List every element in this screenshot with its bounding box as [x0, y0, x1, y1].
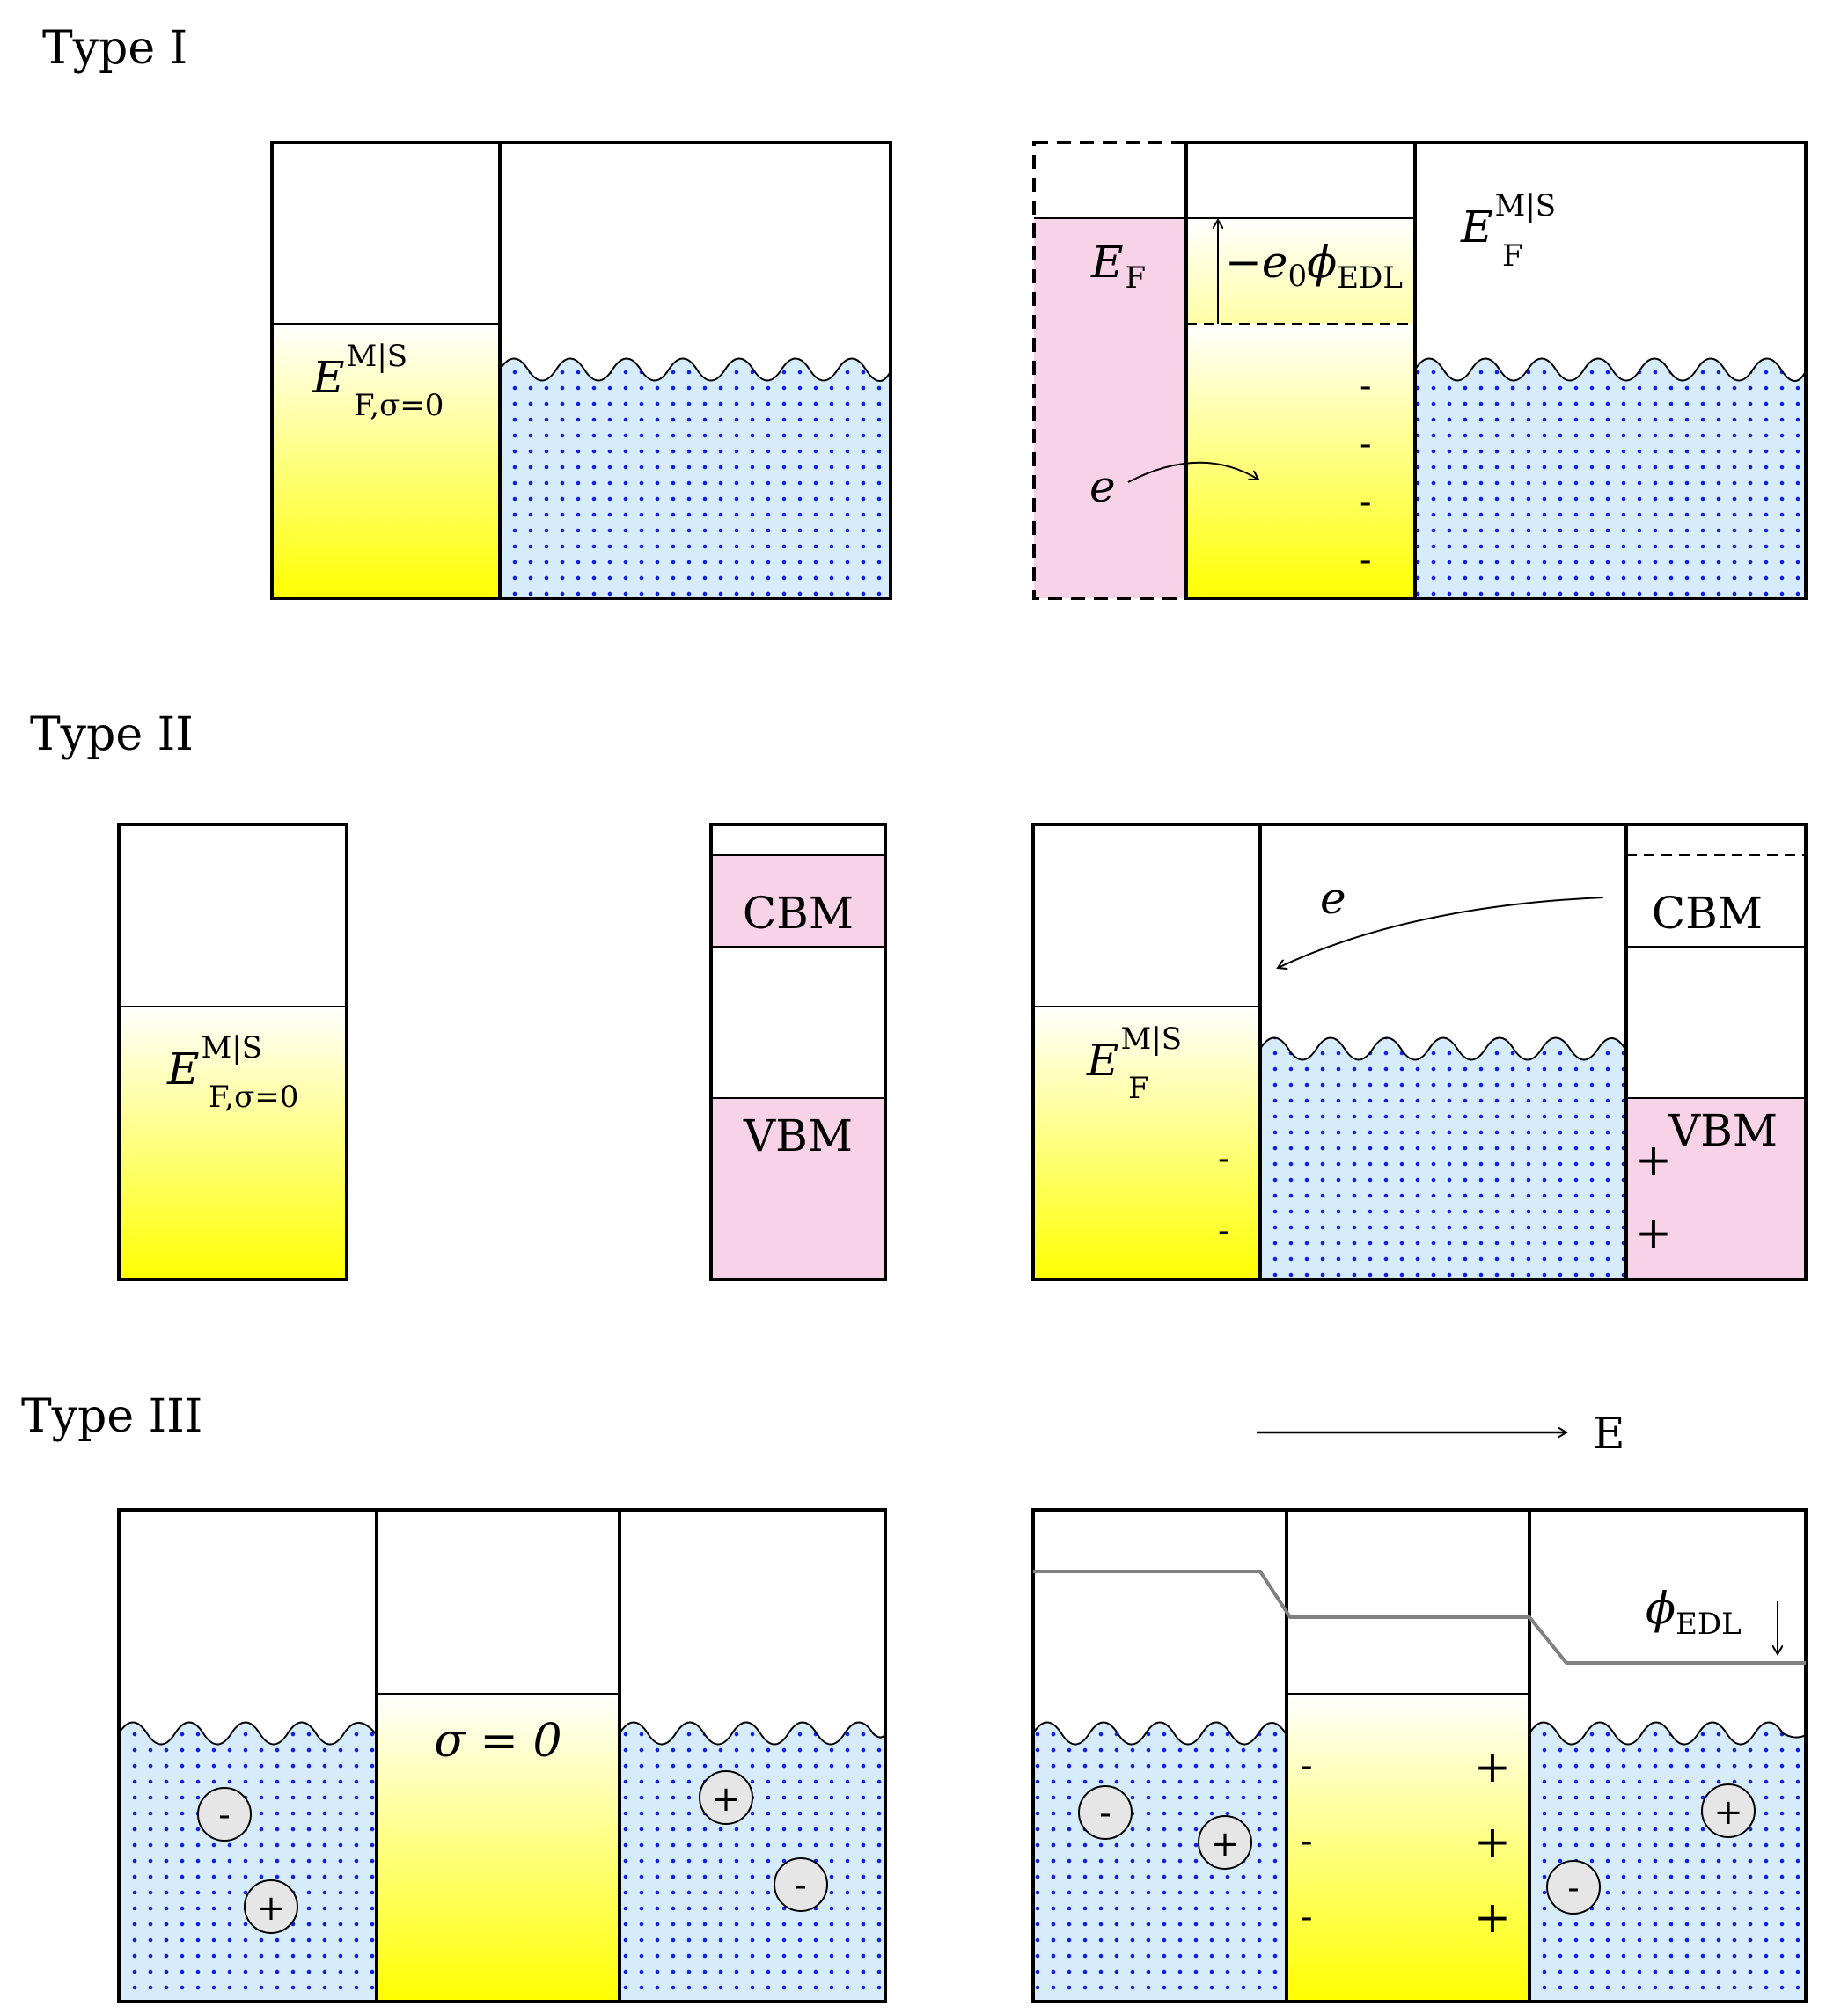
surface-charge-minus: -	[1301, 1897, 1313, 1937]
cation: +	[244, 1879, 298, 1934]
electron-label: e	[1320, 873, 1346, 924]
metal-fill	[1186, 324, 1415, 598]
valence-band-fill	[711, 1098, 885, 1279]
surface-charge-minus: -	[1360, 366, 1372, 406]
electrolyte-region-left	[1032, 1721, 1287, 2003]
surface-charge-minus: -	[1301, 1821, 1313, 1862]
circle-ion-icon	[197, 1787, 252, 1842]
electrode-band-fill	[1034, 218, 1186, 598]
electrostatic-potential-profile	[1033, 1570, 1806, 1665]
svg-text:-: -	[795, 1865, 807, 1906]
hole-charge-plus: +	[1635, 1134, 1672, 1185]
heading-type-2: Type II	[30, 708, 194, 761]
svg-text:+: +	[1713, 1792, 1743, 1833]
anion: -	[197, 1787, 252, 1842]
electrolyte-region	[1259, 1036, 1627, 1280]
heading-type-1: Type I	[42, 22, 187, 75]
surface-charge-plus: +	[1474, 1741, 1511, 1792]
type3-left-panel: σ = 0 - + + -	[117, 1508, 887, 2003]
circle-ion-icon	[1701, 1783, 1756, 1838]
metal-fill	[1287, 1694, 1529, 2002]
hole-charge-plus: +	[1635, 1207, 1672, 1258]
metal-fill	[119, 1007, 347, 1279]
svg-text:+: +	[256, 1888, 286, 1929]
electron-label: e	[1089, 461, 1116, 512]
electric-field-indicator: E	[1257, 1408, 1625, 1459]
panel-frame	[1031, 1508, 1808, 2003]
type3-right-panel: ϕEDL - - - + + + - + + -	[1031, 1508, 1808, 2003]
metal-fill	[1033, 1007, 1260, 1279]
edl-potential-label: ϕEDL	[1646, 1583, 1742, 1642]
electron-transfer-arrow-icon	[1127, 461, 1258, 483]
surface-charge-minus: -	[1360, 482, 1372, 523]
cation: +	[1198, 1815, 1252, 1870]
circle-ion-icon	[774, 1857, 828, 1912]
electrolyte-region-left	[118, 1721, 378, 2003]
electron-transfer-arrow-icon	[1278, 897, 1604, 968]
electrode-fermi-label: EF	[1090, 237, 1146, 296]
circle-ion-icon	[1078, 1785, 1133, 1840]
metal-fill	[377, 1694, 620, 2002]
circle-ion-icon	[1546, 1860, 1601, 1915]
surface-charge-minus: -	[1360, 424, 1372, 465]
surface-charge-minus: -	[1360, 540, 1372, 581]
electrolyte-region	[1414, 357, 1807, 599]
svg-text:-: -	[1567, 1868, 1580, 1908]
surface-charge-minus: -	[1218, 1211, 1230, 1251]
circle-ion-icon	[244, 1879, 298, 1934]
conduction-band-fill	[711, 855, 885, 947]
circle-ion-icon	[1198, 1815, 1252, 1870]
surface-charge-plus: +	[1474, 1816, 1511, 1867]
surface-charge-minus: -	[1301, 1746, 1313, 1786]
panel-frame	[1031, 823, 1808, 1281]
field-label: E	[1593, 1408, 1625, 1459]
metal-fill	[272, 324, 500, 598]
panel-frame	[117, 823, 348, 1281]
cbm-label: CBM	[1652, 888, 1763, 939]
metal-shift-fill	[1186, 218, 1415, 324]
vbm-label: VBM	[743, 1110, 853, 1161]
panel-frame	[117, 1508, 887, 2003]
potential-shift-label: −e0ϕEDL	[1225, 237, 1403, 296]
panel-frame	[1184, 141, 1808, 600]
vbm-label: VBM	[1668, 1105, 1778, 1156]
electrolyte-region	[499, 357, 891, 599]
heading-type-3: Type III	[21, 1390, 202, 1443]
svg-text:-: -	[218, 1795, 231, 1835]
electrolyte-region-right	[619, 1721, 886, 2003]
cation: +	[1701, 1783, 1756, 1838]
cation: +	[699, 1770, 753, 1825]
anion: -	[774, 1857, 828, 1912]
anion: -	[1078, 1785, 1133, 1840]
panel-frame	[709, 823, 887, 1281]
anion: -	[1546, 1860, 1601, 1915]
svg-text:-: -	[1099, 1793, 1111, 1834]
valence-band-fill	[1626, 1098, 1806, 1279]
svg-text:+: +	[711, 1779, 741, 1820]
cbm-label: CBM	[743, 888, 854, 939]
svg-text:+: +	[1210, 1824, 1240, 1864]
type2-semiconductor-panel: CBM VBM	[709, 823, 887, 1281]
panel-frame	[270, 141, 892, 600]
surface-charge-minus: -	[1218, 1139, 1230, 1179]
zero-charge-label: σ = 0	[434, 1715, 561, 1768]
surface-charge-plus: +	[1474, 1892, 1511, 1943]
circle-ion-icon	[699, 1770, 753, 1825]
